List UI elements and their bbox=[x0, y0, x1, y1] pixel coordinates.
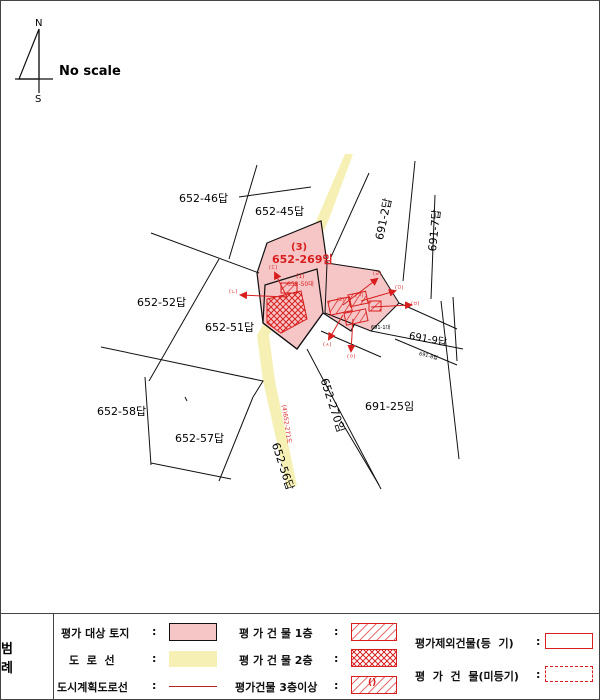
target-parcel-number: (3) bbox=[291, 242, 307, 253]
legend-swatch-building-3f bbox=[351, 676, 397, 694]
legend-swatch-road bbox=[169, 651, 217, 667]
parcel-label: 691-25임 bbox=[365, 400, 414, 413]
legend-swatch-target-land bbox=[169, 623, 217, 641]
direction-label: (ㄴ) bbox=[229, 289, 238, 295]
legend-swatch-building-1f bbox=[351, 623, 397, 641]
parcel-label: 652-57답 bbox=[175, 432, 224, 445]
north-arrow-icon bbox=[15, 28, 53, 93]
legend-colon: : bbox=[334, 625, 339, 638]
direction-label: (ㄷ) bbox=[269, 265, 278, 271]
direction-label: (ㅂ) bbox=[411, 301, 420, 307]
legend-label-road: 도 로 선 bbox=[69, 654, 115, 667]
direction-label: (ㅅ) bbox=[323, 342, 332, 348]
photo-direction-arrows bbox=[239, 271, 413, 353]
south-label: S bbox=[35, 94, 41, 105]
legend-colon: : bbox=[152, 652, 157, 665]
direction-label: (ㄱ) bbox=[355, 293, 364, 299]
parcel-label: 652-58답 bbox=[97, 405, 146, 418]
parcel-boundaries bbox=[100, 160, 464, 490]
legend-colon: : bbox=[536, 635, 541, 648]
legend-colon: : bbox=[152, 679, 157, 692]
scale-note: No scale bbox=[59, 64, 121, 79]
legend: 범 례 평가 대상 토지 : 도 로 선 : 도시계획도로선 : 평 가 건 물… bbox=[1, 613, 599, 699]
legend-title: 범 례 bbox=[1, 614, 54, 699]
legend-label-excluded-registered: 평가제외건물(등 기) bbox=[415, 637, 514, 650]
parcel-label: 691-7답 bbox=[426, 209, 443, 252]
legend-label-target-land: 평가 대상 토지 bbox=[61, 627, 130, 640]
parcel-label: 691-2답 bbox=[373, 197, 394, 241]
legend-colon: : bbox=[334, 679, 339, 692]
parcel-label: 652-45답 bbox=[255, 205, 304, 218]
legend-label-building-2f: 평 가 건 물 2층 bbox=[239, 654, 313, 667]
parcel-label: 652-52답 bbox=[137, 296, 186, 309]
legend-label-building-1f: 평 가 건 물 1층 bbox=[239, 627, 313, 640]
legend-swatch-building-2f bbox=[351, 649, 397, 667]
parcel-label: 652-51답 bbox=[205, 321, 254, 334]
legend-multi-marker: () bbox=[368, 678, 377, 688]
legend-colon: : bbox=[152, 625, 157, 638]
legend-label-building-3f: 평가건물 3층이상 bbox=[235, 681, 318, 694]
direction-label: (ㅇ) bbox=[347, 354, 356, 360]
parcel-label: 691-9답 bbox=[408, 330, 448, 348]
parcel-label: 652-270임 bbox=[318, 377, 348, 434]
target-parcel-lot: 652-269임 bbox=[272, 253, 333, 266]
direction-label: (ㅁ) bbox=[395, 285, 404, 291]
sub-parcel-outline bbox=[262, 268, 324, 350]
legend-swatch-unregistered bbox=[545, 666, 593, 682]
legend-label-unregistered: 평 가 건 물(미등기) bbox=[415, 670, 519, 683]
building-one-storey bbox=[280, 282, 298, 294]
building-east-4 bbox=[368, 300, 382, 312]
legend-swatch-planned-road bbox=[169, 686, 217, 687]
lot-691-1-label: 691-1대 bbox=[371, 324, 391, 331]
legend-colon: : bbox=[334, 652, 339, 665]
cadastral-map: N S No scale bbox=[15, 18, 464, 492]
legend-label-planned-road: 도시계획도로선 bbox=[57, 681, 128, 694]
north-label: N bbox=[35, 18, 42, 29]
legend-swatch-excluded-registered bbox=[545, 633, 593, 649]
sub-parcel-number: (1) bbox=[296, 273, 305, 280]
direction-label: (ㄹ) bbox=[373, 271, 382, 277]
building-east-3 bbox=[343, 308, 369, 326]
parcel-label: 652-46답 bbox=[179, 192, 228, 205]
legend-colon: : bbox=[536, 668, 541, 681]
sub-parcel-lot: 652-50대 bbox=[287, 280, 314, 288]
lot-691-8-label: 691-8답 bbox=[418, 350, 439, 362]
direction-label: (2) bbox=[337, 297, 344, 303]
